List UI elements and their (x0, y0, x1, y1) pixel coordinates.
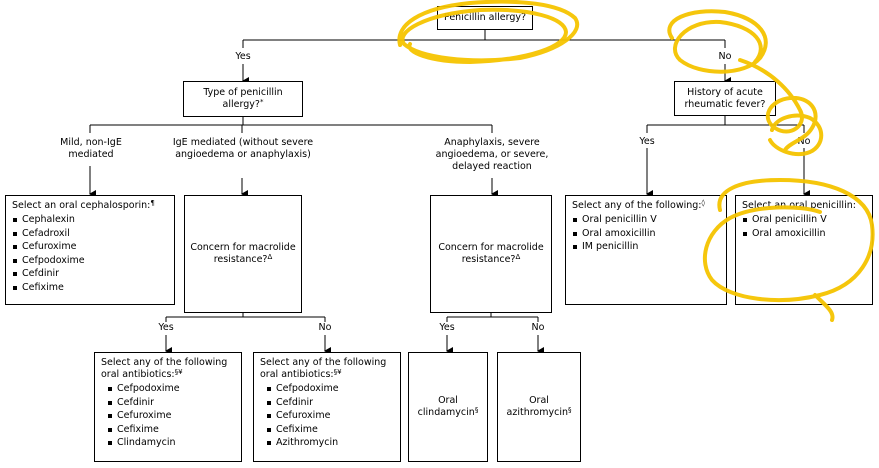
category-anaphylaxis: Anaphylaxis, severe angioedema, or sever… (435, 137, 549, 172)
oral-azithromycin-box: Oral azithromycin§ (497, 352, 581, 462)
list-item: Cefuroxime (12, 241, 168, 255)
list-item: Cefixime (12, 282, 168, 296)
history-no-label: No (797, 136, 811, 147)
list-item: Cephalexin (12, 214, 168, 228)
list-item: Azithromycin (266, 437, 394, 451)
cephalosporin-box: Select an oral cephalosporin:¶ Cephalexi… (5, 195, 175, 305)
rheumatic-fever-question: History of acute rheumatic fever? (684, 86, 766, 110)
root-question: Penicillin allergy? (443, 12, 527, 23)
oral-penicillin-title: Select an oral penicillin: (742, 200, 856, 211)
concern1-no-label: No (318, 322, 332, 333)
antibiotics-no-box: Select any of the following oral antibio… (253, 352, 401, 462)
list-item: Cefpodoxime (12, 255, 168, 269)
list-item: Oral penicillin V (572, 214, 720, 228)
list-item: Cefdinir (107, 397, 235, 411)
select-any-box: Select any of the following:◊ Oral penic… (565, 195, 727, 305)
macrolide-concern-2: Concern for macrolide resistance?Δ (438, 242, 544, 265)
list-item: IM penicillin (572, 241, 720, 255)
list-item: Cefuroxime (107, 410, 235, 424)
concern2-yes-label: Yes (439, 322, 455, 333)
branch-no-label: No (718, 51, 732, 62)
select-any-title: Select any of the following:◊ (572, 199, 705, 212)
list-item: Oral amoxicillin (572, 228, 720, 242)
oral-penicillin-box: Select an oral penicillin: Oral penicill… (735, 195, 873, 305)
macrolide-concern-1: Concern for macrolide resistance?Δ (190, 242, 296, 265)
concern1-yes-label: Yes (158, 322, 174, 333)
category-mild: Mild, non-IgE mediated (60, 137, 122, 160)
allergy-type-box: Type of penicillin allergy?* (183, 81, 303, 117)
list-item: Clindamycin (107, 437, 235, 451)
list-item: Cefdinir (266, 397, 394, 411)
oral-clindamycin: Oral clindamycin§ (417, 395, 479, 418)
macrolide-concern-box-1: Concern for macrolide resistance?Δ (184, 195, 302, 313)
list-item: Oral penicillin V (742, 214, 866, 228)
oral-azithromycin: Oral azithromycin§ (506, 395, 572, 418)
history-yes-label: Yes (639, 136, 655, 147)
list-item: Cefpodoxime (266, 383, 394, 397)
category-ige: IgE mediated (without severe angioedema … (172, 137, 314, 160)
antibiotics-yes-box: Select any of the following oral antibio… (94, 352, 242, 462)
list-item: Cefuroxime (266, 410, 394, 424)
branch-yes-label: Yes (235, 51, 251, 62)
list-item: Cefdinir (12, 268, 168, 282)
antibiotics-yes-title: Select any of the following oral antibio… (101, 357, 228, 380)
macrolide-concern-box-2: Concern for macrolide resistance?Δ (430, 195, 552, 313)
root-question-box: Penicillin allergy? (437, 6, 533, 30)
cephalosporin-title: Select an oral cephalosporin:¶ (12, 199, 155, 212)
concern2-no-label: No (531, 322, 545, 333)
antibiotics-no-title: Select any of the following oral antibio… (260, 357, 387, 380)
list-item: Cefadroxil (12, 228, 168, 242)
list-item: Cefixime (266, 424, 394, 438)
list-item: Cefpodoxime (107, 383, 235, 397)
oral-clindamycin-box: Oral clindamycin§ (408, 352, 488, 462)
allergy-type-question: Type of penicillin allergy?* (203, 87, 283, 110)
list-item: Oral amoxicillin (742, 228, 866, 242)
rheumatic-fever-box: History of acute rheumatic fever? (674, 81, 776, 116)
list-item: Cefixime (107, 424, 235, 438)
